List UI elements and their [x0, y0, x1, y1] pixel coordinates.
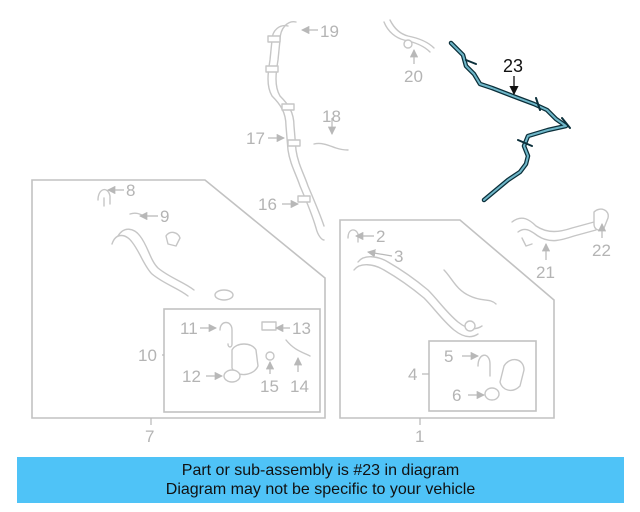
assembly-panel-1: [339, 219, 555, 425]
callout-4[interactable]: 4: [408, 365, 417, 384]
callout-18[interactable]: 18: [322, 107, 341, 126]
parts-diagram: 19 20 18 17 16 8 9 2 3 21 22 11 13 10 12…: [31, 19, 611, 446]
callout-3[interactable]: 3: [394, 247, 403, 266]
callout-5[interactable]: 5: [444, 347, 453, 366]
info-banner: Part or sub-assembly is #23 in diagram D…: [17, 457, 624, 503]
callout-16[interactable]: 16: [258, 195, 277, 214]
hose-chain-16-19: [265, 19, 435, 241]
callout-9[interactable]: 9: [160, 207, 169, 226]
leader-lines: [106, 25, 607, 400]
assembly-panel-7: [31, 179, 326, 425]
banner-line-2: Diagram may not be specific to your vehi…: [165, 481, 476, 498]
callout-14[interactable]: 14: [290, 377, 309, 396]
callout-11[interactable]: 11: [180, 319, 198, 338]
parts-group-7: [97, 189, 311, 383]
callout-15[interactable]: 15: [260, 377, 279, 396]
callout-21[interactable]: 21: [536, 263, 555, 282]
callout-1[interactable]: 1: [415, 427, 424, 446]
parts-group-1: [347, 229, 525, 401]
callout-labels: 19 20 18 17 16 8 9 2 3 21 22 11 13 10 12…: [126, 22, 611, 446]
callout-19[interactable]: 19: [320, 22, 339, 41]
callout-6[interactable]: 6: [452, 386, 461, 405]
callout-10[interactable]: 10: [138, 346, 157, 365]
callout-8[interactable]: 8: [126, 181, 135, 200]
callout-13[interactable]: 13: [292, 319, 311, 338]
callout-12[interactable]: 12: [182, 367, 201, 386]
callout-20[interactable]: 20: [404, 67, 423, 86]
highlighted-part-23[interactable]: [448, 40, 571, 203]
banner-line-1: Part or sub-assembly is #23 in diagram: [181, 462, 460, 479]
callout-23[interactable]: 23: [503, 56, 523, 76]
callout-2[interactable]: 2: [376, 227, 385, 246]
callout-7[interactable]: 7: [145, 427, 154, 446]
callout-17[interactable]: 17: [246, 129, 265, 148]
callout-22[interactable]: 22: [592, 241, 611, 260]
